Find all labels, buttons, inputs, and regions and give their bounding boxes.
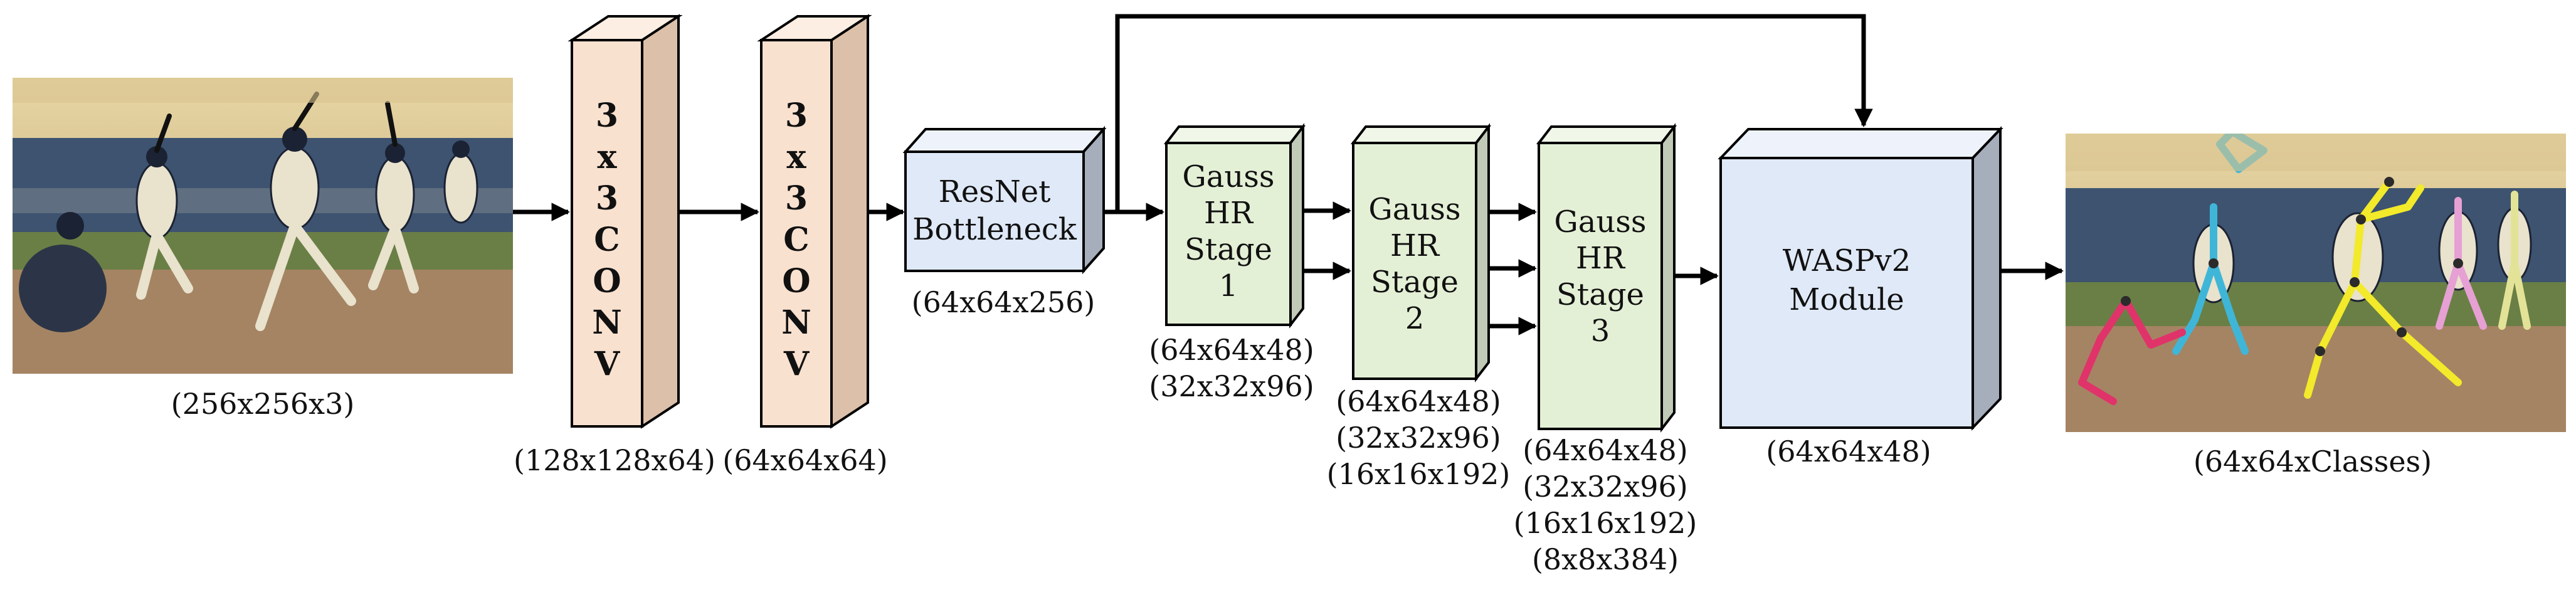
- wasp-top: [1718, 128, 2003, 159]
- resnet-side: [1082, 125, 1105, 275]
- conv1-char-6: V: [594, 345, 621, 383]
- stage1-line3: Stage: [1185, 232, 1272, 267]
- wasp-side: [1972, 126, 2002, 431]
- stage1-front: [1165, 142, 1292, 326]
- wasp-dims: (64x64x48): [1766, 435, 1931, 468]
- conv1-char-1: x: [597, 138, 617, 176]
- connection-arrows: [513, 14, 2064, 335]
- gauss-hr-stage-2-block: Gauss HR Stage 2: [1350, 123, 1492, 383]
- input-image: [13, 78, 513, 374]
- stage3-dims-3: (8x8x384): [1532, 542, 1679, 576]
- conv2-char-2: 3: [785, 179, 808, 218]
- conv-block-1-side: [641, 14, 680, 429]
- stage3-top: [1536, 125, 1677, 144]
- gauss-hr-stage-3-block: Gauss HR Stage 3: [1536, 123, 1677, 433]
- wasp-label-line1: WASPv2: [1783, 243, 1911, 278]
- conv2-char-3: C: [783, 221, 809, 259]
- conv2-char-5: N: [781, 304, 811, 342]
- stage2-line3: Stage: [1371, 265, 1459, 300]
- stage2-dims-1: (32x32x96): [1336, 421, 1501, 455]
- stage2-line1: Gauss: [1368, 192, 1460, 227]
- stage1-dims-0: (64x64x48): [1149, 333, 1314, 367]
- conv1-char-4: O: [593, 262, 621, 300]
- stage2-line4: 2: [1405, 301, 1425, 336]
- resnet-label-line1: ResNet: [939, 174, 1051, 209]
- waspv2-module-block: WASPv2 Module: [1718, 126, 2003, 431]
- stage3-dims-1: (32x32x96): [1523, 470, 1687, 504]
- conv-block-1: 3 x 3 C O N V: [567, 14, 683, 429]
- stage3-dims-0: (64x64x48): [1523, 433, 1687, 467]
- conv-block-1-front: [571, 39, 643, 428]
- stage2-front: [1352, 142, 1477, 380]
- resnet-front: [904, 150, 1085, 272]
- conv2-char-6: V: [783, 345, 810, 383]
- stage1-top: [1163, 125, 1306, 144]
- stage2-side: [1475, 123, 1490, 383]
- stage1-side: [1289, 123, 1304, 329]
- gauss-hr-stage-1-block: Gauss HR Stage 1: [1163, 123, 1306, 329]
- resnet-bottleneck-block: ResNet Bottleneck: [902, 125, 1107, 275]
- stage1-line4: 1: [1219, 268, 1238, 304]
- resnet-top: [902, 128, 1107, 153]
- conv1-char-3: C: [594, 221, 620, 259]
- stage3-line3: Stage: [1556, 277, 1644, 312]
- resnet-label-line2: Bottleneck: [912, 212, 1077, 247]
- stage1-dims-1: (32x32x96): [1149, 369, 1314, 403]
- conv1-dims: (128x128x64): [514, 443, 715, 477]
- stage2-top: [1350, 125, 1492, 144]
- stage1-line2: HR: [1204, 196, 1254, 231]
- conv-block-2-front: [760, 39, 833, 428]
- conv2-char-0: 3: [785, 97, 808, 135]
- stage1-line1: Gauss: [1182, 159, 1274, 194]
- conv1-char-5: N: [592, 304, 622, 342]
- stage2-dims-0: (64x64x48): [1336, 384, 1501, 418]
- conv-block-2-side: [830, 14, 869, 429]
- conv1-char-2: 3: [596, 179, 618, 218]
- conv1-char-0: 3: [596, 97, 618, 135]
- stage3-dims-2: (16x16x192): [1514, 506, 1697, 540]
- wasp-label-line2: Module: [1789, 282, 1904, 317]
- output-dims: (64x64xClasses): [2193, 445, 2432, 478]
- stage2-line2: HR: [1390, 228, 1440, 263]
- resnet-dims: (64x64x256): [912, 285, 1095, 319]
- stage3-line2: HR: [1576, 241, 1626, 276]
- stage3-line1: Gauss: [1554, 204, 1646, 240]
- stage2-dims-2: (16x16x192): [1327, 457, 1511, 491]
- skip-connection-resnet-to-wasp: [1115, 14, 1873, 212]
- output-image: [2066, 134, 2566, 432]
- wasp-front: [1719, 157, 1974, 429]
- conv2-char-1: x: [786, 138, 806, 176]
- conv2-dims: (64x64x64): [722, 443, 887, 477]
- conv2-char-4: O: [782, 262, 810, 300]
- stage3-side: [1660, 123, 1676, 433]
- stage3-front: [1538, 142, 1663, 430]
- stage3-line4: 3: [1591, 314, 1610, 349]
- input-dims: (256x256x3): [171, 387, 355, 421]
- conv-block-2: 3 x 3 C O N V: [757, 14, 872, 429]
